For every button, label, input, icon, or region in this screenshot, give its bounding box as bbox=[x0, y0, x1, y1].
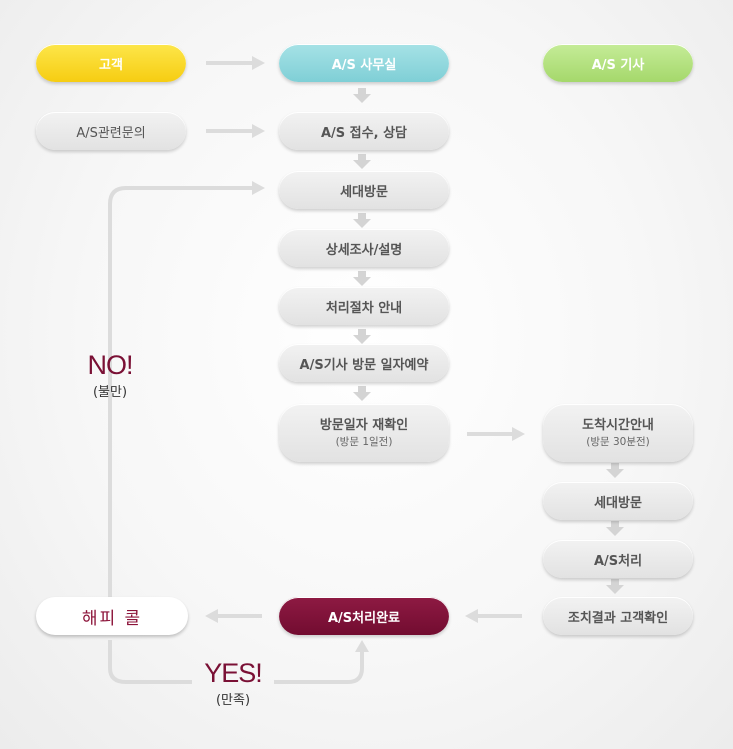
office-step-procedure: 처리절차 안내 bbox=[279, 287, 449, 325]
tech-step-arrival: 도착시간안내 (방문 30분전) bbox=[543, 404, 693, 462]
office-header: A/S 사무실 bbox=[279, 44, 449, 82]
customer-header: 고객 bbox=[36, 44, 186, 82]
inquiry-box: A/S관련문의 bbox=[36, 112, 186, 150]
complete-box: A/S처리완료 bbox=[279, 597, 449, 635]
yes-label-group: YES! (만족) bbox=[192, 658, 274, 708]
office-step-reception: A/S 접수, 상담 bbox=[279, 112, 449, 150]
technician-header: A/S 기사 bbox=[543, 44, 693, 82]
yes-sub-label: (만족) bbox=[215, 693, 251, 708]
office-step-booking: A/S기사 방문 일자예약 bbox=[279, 344, 449, 382]
no-label: NO! bbox=[87, 350, 133, 380]
tech-step-confirm: 조치결과 고객확인 bbox=[543, 597, 693, 635]
tech-step-visit: 세대방문 bbox=[543, 482, 693, 520]
office-step-visit: 세대방문 bbox=[279, 171, 449, 209]
office-step-survey: 상세조사/설명 bbox=[279, 229, 449, 267]
no-label-group: NO! (불만) bbox=[70, 350, 150, 400]
office-step-reconfirm: 방문일자 재확인 (방문 1일전) bbox=[279, 404, 449, 462]
no-sub-label: (불만) bbox=[92, 385, 128, 400]
yes-label: YES! bbox=[204, 658, 263, 688]
tech-step-repair: A/S처리 bbox=[543, 540, 693, 578]
happy-call-box: 해피 콜 bbox=[36, 597, 188, 635]
